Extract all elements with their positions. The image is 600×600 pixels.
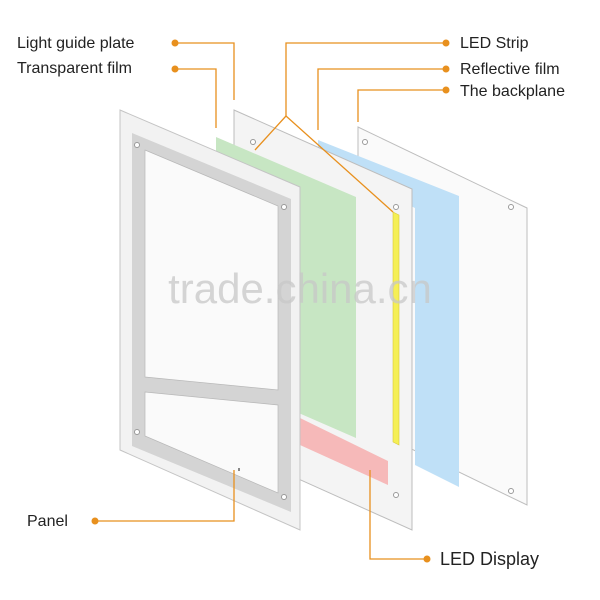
label-light-guide-plate: Light guide plate [17, 35, 135, 52]
led-strip-bar [392, 211, 400, 446]
leader-lines [98, 42, 443, 560]
leader-dots [91, 39, 450, 563]
front-panel [119, 109, 301, 531]
led-display-panel [300, 418, 388, 485]
label-led-display: LED Display [440, 549, 539, 569]
label-reflective-film: Reflective film [460, 61, 560, 78]
label-panel: Panel [27, 513, 68, 530]
label-backplane: The backplane [460, 83, 565, 100]
label-led-strip: LED Strip [460, 35, 529, 52]
watermark-text: trade.china.cn [168, 265, 432, 312]
reflective-film [318, 140, 459, 487]
label-transparent-film: Transparent film [17, 60, 132, 77]
